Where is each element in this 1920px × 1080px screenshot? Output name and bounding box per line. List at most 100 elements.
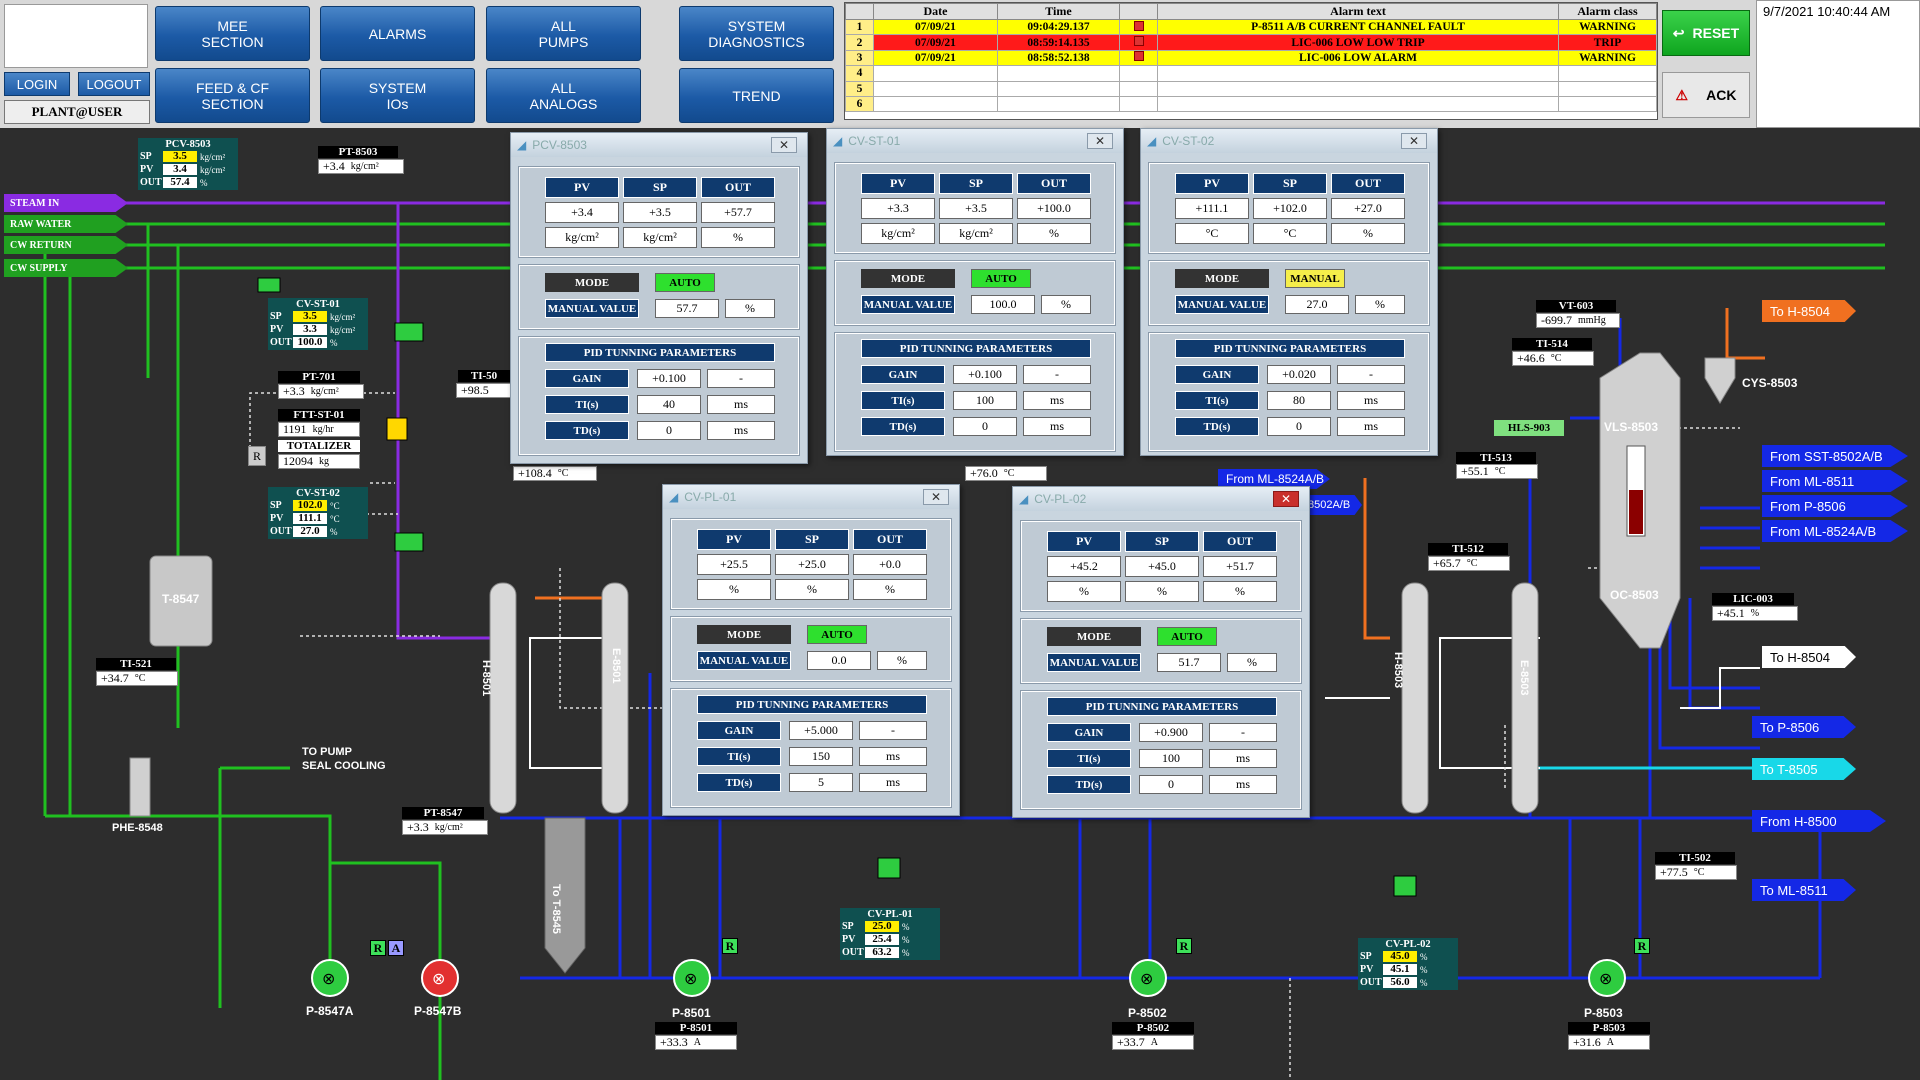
lic003-tag[interactable]: LIC-003	[1712, 593, 1794, 605]
reset-button[interactable]: ↩ RESET	[1662, 10, 1750, 56]
manual-value-input[interactable]: 0.0	[807, 651, 871, 670]
close-icon[interactable]: ✕	[1273, 491, 1299, 507]
flow-tag[interactable]: To H-8504	[1762, 300, 1856, 322]
manual-value-input[interactable]: 100.0	[971, 295, 1035, 314]
pump-p8547a-label[interactable]: P-8547A	[306, 1004, 354, 1018]
nav-trend-button[interactable]: TREND	[679, 68, 834, 123]
ti513-tag: TI-513	[1456, 452, 1536, 464]
close-icon[interactable]: ✕	[1401, 133, 1427, 149]
td-label: TD(s)	[1047, 775, 1131, 794]
gain-input[interactable]: +0.100	[637, 369, 701, 388]
mode-toggle[interactable]: AUTO	[1157, 627, 1217, 646]
sp-unit: kg/cm²	[939, 223, 1013, 244]
sp-input[interactable]: +45.0	[1125, 556, 1199, 577]
totalizer-reset-button[interactable]: R	[248, 446, 266, 466]
mode-toggle[interactable]: MANUAL	[1285, 269, 1345, 288]
gain-input[interactable]: +0.900	[1139, 723, 1203, 742]
td-input[interactable]: 0	[1139, 775, 1203, 794]
nav-mee-section-button[interactable]: MEE SECTION	[155, 6, 310, 61]
flow-tag[interactable]: From ML-8511	[1762, 470, 1908, 492]
mode-toggle[interactable]: AUTO	[655, 273, 715, 292]
logout-button[interactable]: LOGOUT	[78, 72, 150, 96]
pump-p8502-label[interactable]: P-8502	[1128, 1006, 1167, 1020]
ack-button[interactable]: ⚠ ACK	[1662, 72, 1750, 118]
sp-input[interactable]: +3.5	[623, 202, 697, 223]
app-icon: ◢	[833, 134, 843, 148]
sp-input[interactable]: +25.0	[775, 554, 849, 575]
ti-input[interactable]: 100	[1139, 749, 1203, 768]
faceplate-titlebar[interactable]: ◢ PCV-8503	[511, 133, 807, 157]
ti-input[interactable]: 150	[789, 747, 853, 766]
pump-p8547a-shape: ⊗	[311, 959, 349, 997]
flow-tag[interactable]: From SST-8502A/B	[1762, 445, 1908, 467]
pump-p8503-label[interactable]: P-8503	[1584, 1006, 1623, 1020]
ti-input[interactable]: 80	[1267, 391, 1331, 410]
manual-value-input[interactable]: 27.0	[1285, 295, 1349, 314]
faceplate-pcv8503[interactable]: ◢ PCV-8503 ✕ PV SP OUT +3.4 +3.5 +57.7 k…	[510, 132, 808, 464]
pump-p8501-label[interactable]: P-8501	[672, 1006, 711, 1020]
flow-tag[interactable]: From ML-8524A/B	[1762, 520, 1908, 542]
manual-value-input[interactable]: 57.7	[655, 299, 719, 318]
app-icon: ◢	[1147, 134, 1157, 148]
nav-alarms-button[interactable]: ALARMS	[320, 6, 475, 61]
out-unit: %	[1331, 223, 1405, 244]
nav-system-diagnostics-button[interactable]: SYSTEM DIAGNOSTICS	[679, 6, 834, 61]
pump-p8547b-label[interactable]: P-8547B	[414, 1004, 462, 1018]
faceplate-titlebar[interactable]: ◢ CV-PL-02	[1013, 487, 1309, 511]
nav-all-pumps-button[interactable]: ALL PUMPS	[486, 6, 641, 61]
nav-all-analogs-button[interactable]: ALL ANALOGS	[486, 68, 641, 123]
faceplate-cvst01[interactable]: ◢ CV-ST-01 ✕ PV SP OUT +3.3 +3.5 +100.0 …	[826, 128, 1124, 456]
gain-input[interactable]: +0.020	[1267, 365, 1331, 384]
faceplate-cvpl02[interactable]: ◢ CV-PL-02 ✕ PV SP OUT +45.2 +45.0 +51.7…	[1012, 486, 1310, 818]
flow-tag[interactable]: From P-8506	[1762, 495, 1908, 517]
close-icon[interactable]: ✕	[771, 137, 797, 153]
nav-feed-cf-section-button[interactable]: FEED & CF SECTION	[155, 68, 310, 123]
flow-tag[interactable]: To H-8504	[1762, 646, 1856, 668]
alarm-row[interactable]: 6	[845, 95, 1657, 113]
flow-tag[interactable]: From H-8500	[1752, 810, 1886, 832]
faceplate-cvpl01[interactable]: ◢ CV-PL-01 ✕ PV SP OUT +25.5 +25.0 +0.0 …	[662, 484, 960, 816]
alarm-row[interactable]: 5	[845, 80, 1657, 97]
login-button[interactable]: LOGIN	[4, 72, 70, 96]
manual-value-input[interactable]: 51.7	[1157, 653, 1221, 672]
mode-toggle[interactable]: AUTO	[807, 625, 867, 644]
faceplate-titlebar[interactable]: ◢ CV-ST-02	[1141, 129, 1437, 153]
process-piping-diagram: ⊗ ⊗ ⊗ ⊗ ⊗	[43, 201, 1885, 1080]
sp-input[interactable]: +102.0	[1253, 198, 1327, 219]
close-icon[interactable]: ✕	[1087, 133, 1113, 149]
td-label: TD(s)	[545, 421, 629, 440]
gain-input[interactable]: +5.000	[789, 721, 853, 740]
nav-system-ios-button[interactable]: SYSTEM IOs	[320, 68, 475, 123]
flow-tag[interactable]: To T-8505	[1752, 758, 1856, 780]
pid-title: PID TUNNING PARAMETERS	[697, 695, 927, 714]
ti-unit: ms	[1337, 391, 1405, 410]
sp-input[interactable]: +3.5	[939, 198, 1013, 219]
ti-input[interactable]: 40	[637, 395, 701, 414]
close-icon[interactable]: ✕	[923, 489, 949, 505]
from-ml8524-stub: From ML-8524A/B	[1218, 469, 1330, 489]
gain-label: GAIN	[545, 369, 629, 388]
alarm-row[interactable]: 4	[845, 65, 1657, 82]
td-input[interactable]: 0	[1267, 417, 1331, 436]
alarm-text: P-8511 A/B CURRENT CHANNEL FAULT	[1157, 18, 1559, 36]
flow-tag[interactable]: To ML-8511	[1752, 879, 1856, 901]
ti-input[interactable]: 100	[953, 391, 1017, 410]
td-input[interactable]: 5	[789, 773, 853, 792]
mode-toggle[interactable]: AUTO	[971, 269, 1031, 288]
td-input[interactable]: 0	[953, 417, 1017, 436]
td-input[interactable]: 0	[637, 421, 701, 440]
faceplate-titlebar[interactable]: ◢ CV-ST-01	[827, 129, 1123, 153]
flow-tag[interactable]: To P-8506	[1752, 716, 1856, 738]
gain-input[interactable]: +0.100	[953, 365, 1017, 384]
faceplate-titlebar[interactable]: ◢ CV-PL-01	[663, 485, 959, 509]
faceplate-cvst02[interactable]: ◢ CV-ST-02 ✕ PV SP OUT +111.1 +102.0 +27…	[1140, 128, 1438, 456]
